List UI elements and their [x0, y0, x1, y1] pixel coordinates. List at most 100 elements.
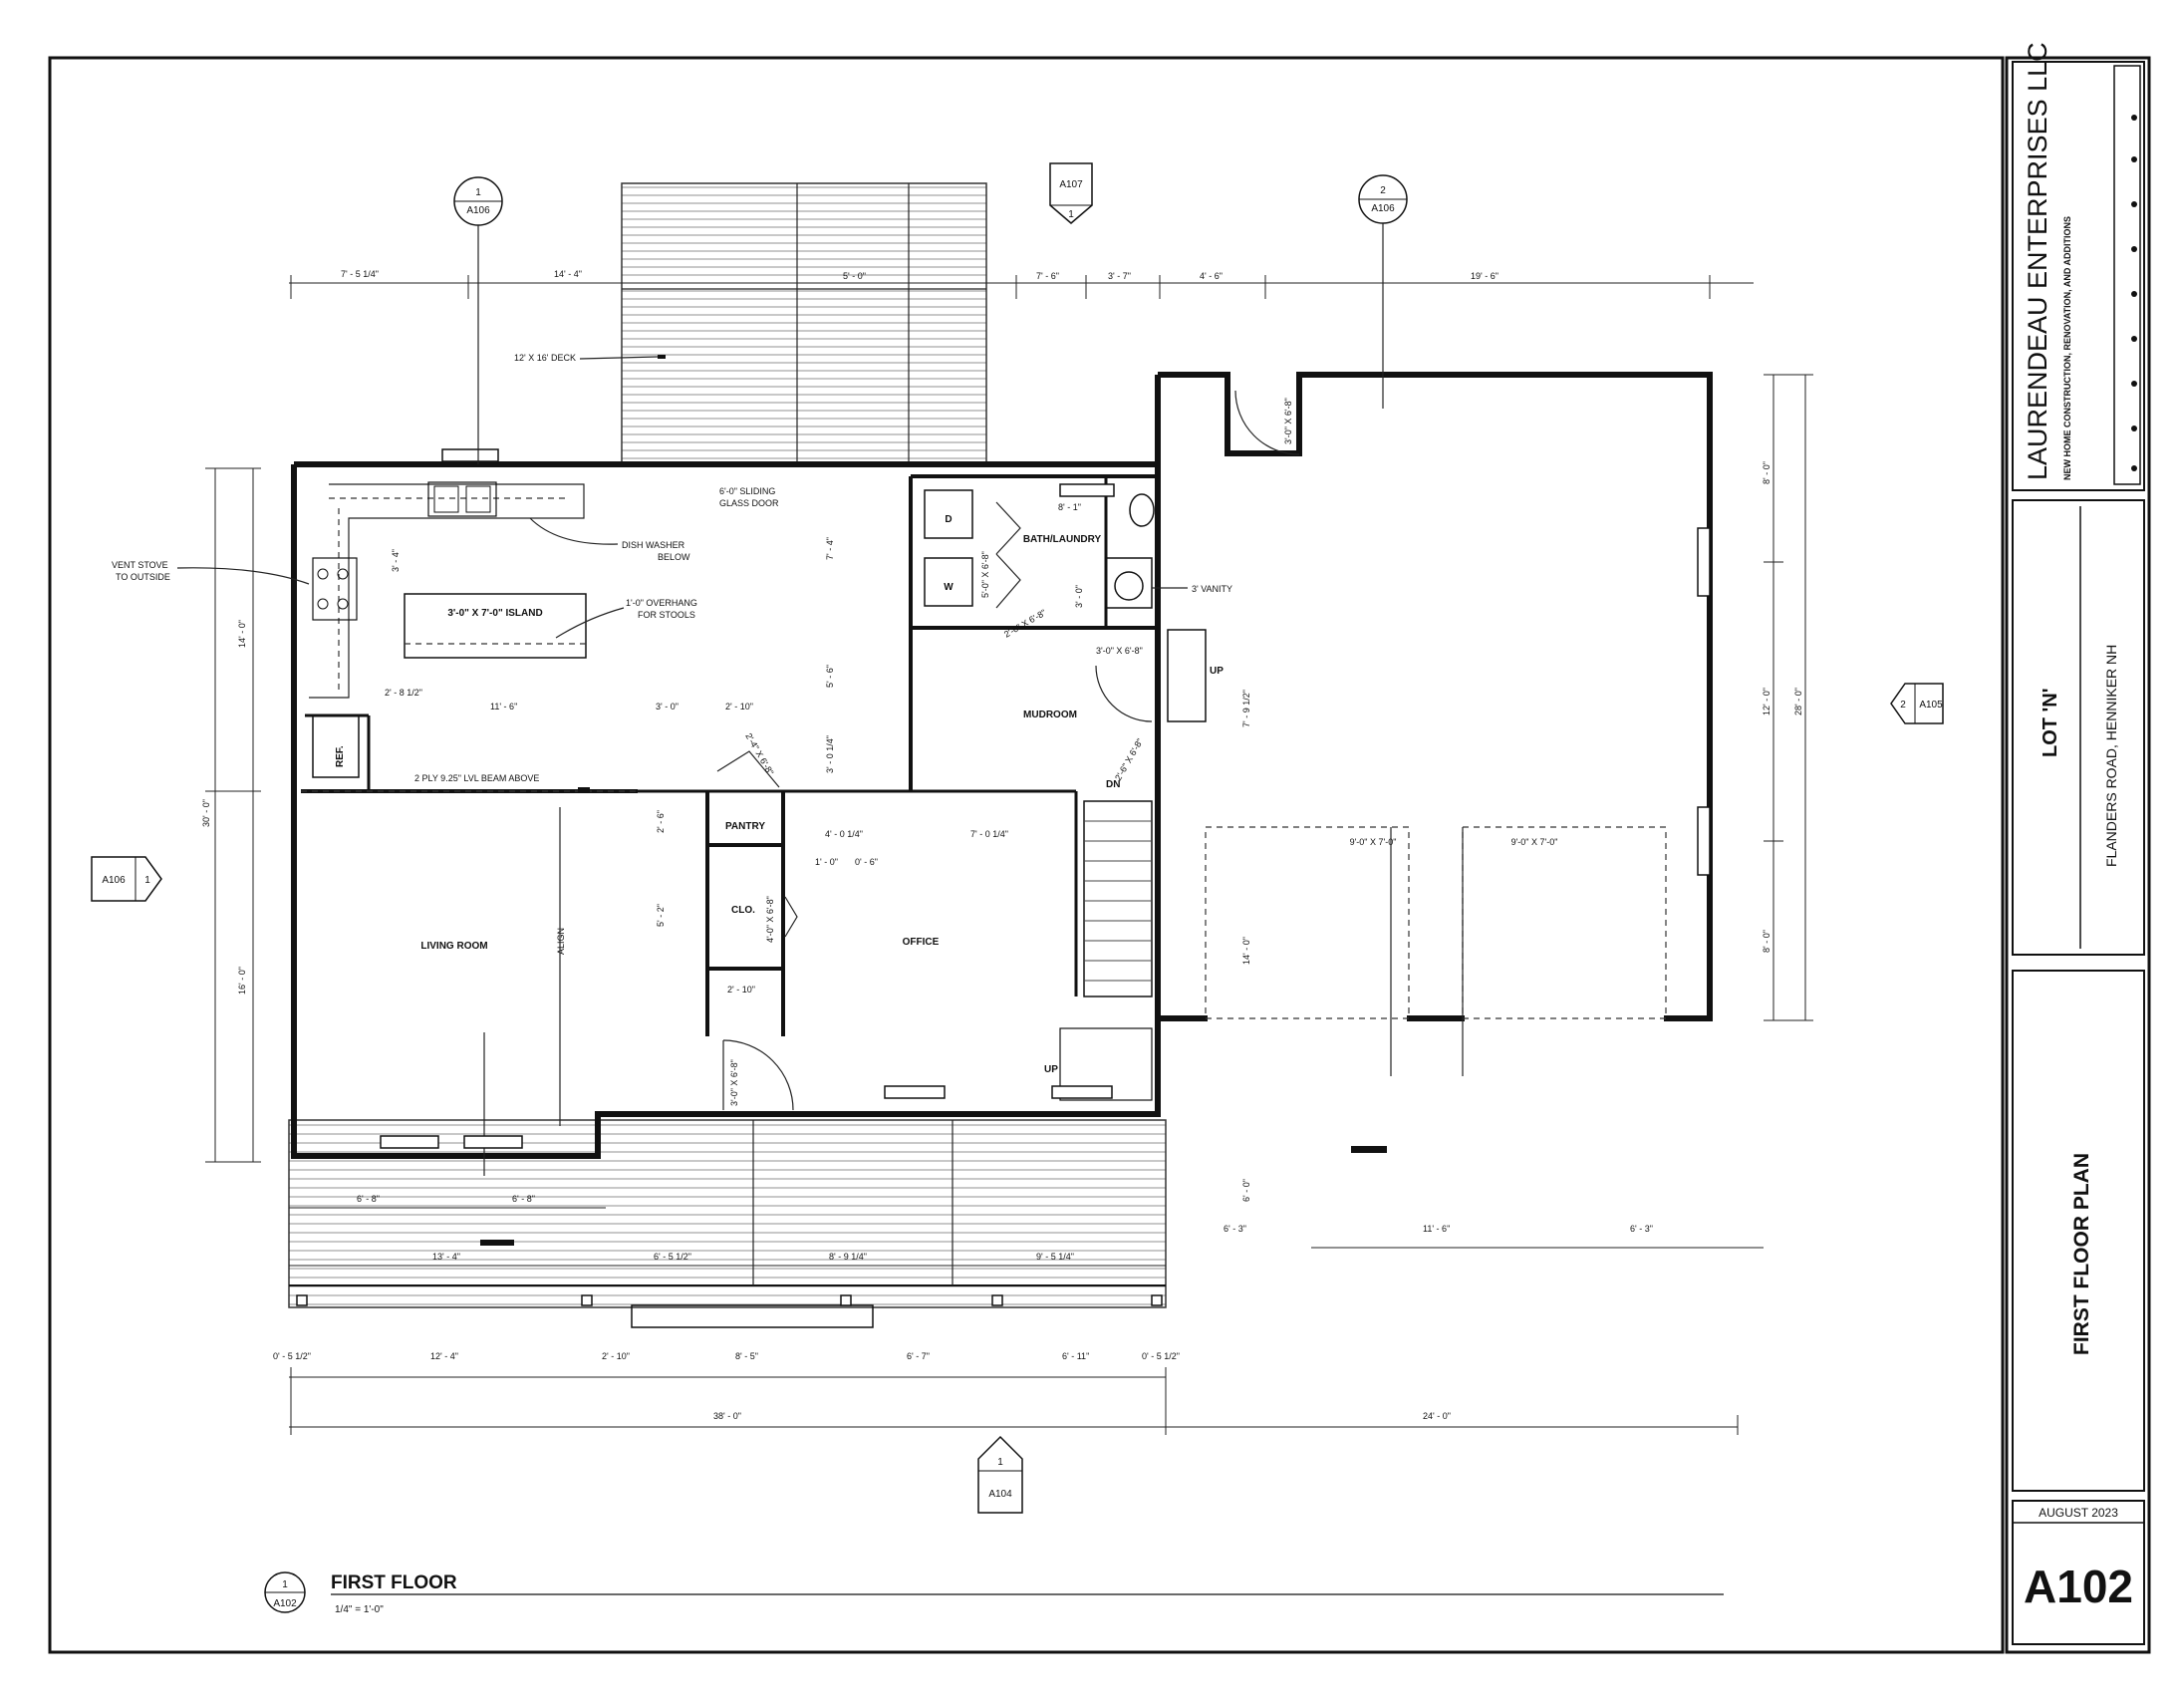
dim-bottom-7: 0' - 5 1/2"	[1142, 1351, 1180, 1361]
dim-bottom-1: 0' - 5 1/2"	[273, 1351, 311, 1361]
dim-bottom-3: 2' - 10"	[602, 1351, 630, 1361]
door-tag-pantry: 2'-4" X 6'-8"	[743, 731, 775, 777]
dim-right-2: 12' - 0"	[1762, 688, 1771, 715]
svg-text:1: 1	[475, 187, 481, 198]
dim-right-3: 28' - 0"	[1793, 688, 1803, 715]
sheet-border	[48, 56, 2005, 1654]
sheet-title: FIRST FLOOR PLAN	[2070, 1153, 2093, 1355]
dim-int-19: 8' - 1"	[1058, 502, 1081, 512]
windows	[380, 448, 1711, 1149]
dim-porch-8: 11' - 6"	[1423, 1224, 1450, 1234]
sliding-door-note-2: GLASS DOOR	[719, 498, 779, 508]
dim-porch-5: 8' - 9 1/4"	[829, 1252, 867, 1262]
door-tag-front: 3'-0" X 6'-8"	[729, 1059, 739, 1106]
dim-int-16: 7' - 9 1/2"	[1241, 690, 1251, 727]
up-label-stair: UP	[1044, 1064, 1058, 1075]
dishwasher-note-1: DISH WASHER	[622, 540, 685, 550]
dim-int-6: 7' - 4"	[825, 537, 835, 560]
company-name: LAURENDEAU ENTERPRISES LLC	[2023, 42, 2052, 480]
door-tag-bath: 2'-6" X 6'-8"	[1002, 608, 1048, 640]
section-marker-top-center: A107 1	[1049, 162, 1093, 224]
door-tag-stair: 2'-6" X 6'-8"	[1113, 736, 1145, 782]
door-tag-garage-top: 3'-0" X 6'-8"	[1283, 398, 1293, 444]
svg-text:A107: A107	[1059, 179, 1083, 190]
section-marker-top-left: 1 A106	[453, 176, 503, 464]
dim-int-18: 3' - 0"	[1074, 585, 1084, 608]
dim-left-2: 30' - 0"	[201, 799, 211, 827]
dim-left-3: 16' - 0"	[237, 967, 247, 995]
dim-porch-7: 6' - 3"	[1224, 1224, 1246, 1234]
vanity-note: 3' VANITY	[1192, 584, 1232, 594]
dim-bottom-2: 12' - 4"	[430, 1351, 458, 1361]
svg-text:1: 1	[1068, 209, 1074, 220]
up-label-mudroom: UP	[1210, 666, 1224, 677]
dim-int-7: 5' - 6"	[825, 665, 835, 688]
dim-top-4: 7' - 6"	[1036, 271, 1059, 281]
dim-top-1: 7' - 5 1/4"	[341, 269, 379, 279]
ref-label: REF.	[335, 745, 346, 767]
section-marker-right: 2 A105	[1890, 683, 1944, 724]
dim-int-11: 1' - 0"	[815, 857, 838, 867]
dim-top-3: 5' - 0"	[843, 271, 866, 281]
dim-int-13: 2' - 6"	[656, 810, 666, 833]
dim-porch-1: 6' - 8"	[357, 1194, 380, 1204]
dim-left-1: 14' - 0"	[237, 620, 247, 648]
site-address: FLANDERS ROAD, HENNIKER NH	[2103, 645, 2119, 867]
dim-bottom-5: 6' - 7"	[907, 1351, 930, 1361]
dishwasher-note-2: BELOW	[658, 552, 690, 562]
house-exterior-walls	[291, 461, 1161, 1159]
garage-door-right: 9'-0" X 7'-0"	[1511, 837, 1558, 847]
section-marker-left: A106 1	[91, 856, 162, 902]
porch-posts	[296, 1294, 1163, 1306]
sheet-number: A102	[2024, 1561, 2133, 1612]
office-label: OFFICE	[903, 937, 940, 948]
svg-text:2: 2	[1900, 700, 1906, 711]
svg-text:A106: A106	[102, 875, 126, 886]
align-note: ALIGN	[556, 928, 566, 955]
title-block	[2005, 56, 2151, 1654]
mudroom-label: MUDROOM	[1023, 710, 1077, 720]
dim-porch-9: 6' - 3"	[1630, 1224, 1653, 1234]
dim-right-4: 8' - 0"	[1762, 930, 1771, 953]
svg-text:1: 1	[997, 1457, 1003, 1468]
dim-int-5: 3' - 4"	[391, 549, 401, 572]
dim-int-10: 7' - 0 1/4"	[970, 829, 1008, 839]
dim-int-15: 2' - 10"	[727, 985, 755, 995]
dim-bottom-4: 8' - 5"	[735, 1351, 758, 1361]
closet-label: CLO.	[731, 905, 755, 916]
view-ref-sheet: A102	[273, 1598, 297, 1609]
living-room-label: LIVING ROOM	[420, 941, 487, 952]
dim-int-17: 14' - 0"	[1241, 937, 1251, 965]
vent-note-1: VENT STOVE	[112, 560, 168, 570]
svg-text:A105: A105	[1919, 700, 1943, 711]
section-marker-top-right: 2 A106	[1358, 174, 1408, 409]
svg-text:A106: A106	[1371, 203, 1395, 214]
deck-area	[621, 182, 987, 463]
dim-int-14: 5' - 2"	[656, 904, 666, 927]
drawing-scale: 1/4" = 1'-0"	[335, 1604, 384, 1615]
dim-porch-6: 9' - 5 1/4"	[1036, 1252, 1074, 1262]
vent-note-2: TO OUTSIDE	[116, 572, 170, 582]
dim-porch-4: 6' - 5 1/2"	[654, 1252, 691, 1262]
beam-note: 2 PLY 9.25" LVL BEAM ABOVE	[414, 773, 539, 783]
dim-int-8: 3' - 0 1/4"	[825, 735, 835, 773]
dim-int-2: 3' - 0"	[656, 702, 679, 712]
bath-laundry-label: BATH/LAUNDRY	[1023, 534, 1102, 545]
dim-bottom-9: 24' - 0"	[1423, 1411, 1451, 1421]
dim-top-6: 4' - 6"	[1200, 271, 1223, 281]
overhang-note-2: FOR STOOLS	[638, 610, 695, 620]
drawing-title: FIRST FLOOR	[331, 1572, 457, 1593]
svg-text:1: 1	[144, 875, 150, 886]
lot-label: LOT 'N'	[2040, 688, 2061, 757]
washer-label: W	[944, 582, 954, 593]
stair-treads	[1084, 820, 1152, 982]
dim-int-9: 4' - 0 1/4"	[825, 829, 863, 839]
dim-int-3: 2' - 10"	[725, 702, 753, 712]
dim-porch-3: 13' - 4"	[432, 1252, 460, 1262]
dryer-label: D	[945, 514, 952, 525]
pantry-label: PANTRY	[725, 821, 765, 832]
dimension-lines	[205, 275, 1813, 1435]
svg-text:A106: A106	[466, 205, 490, 216]
dim-right-1: 8' - 0"	[1762, 461, 1771, 484]
svg-text:A104: A104	[988, 1489, 1012, 1500]
